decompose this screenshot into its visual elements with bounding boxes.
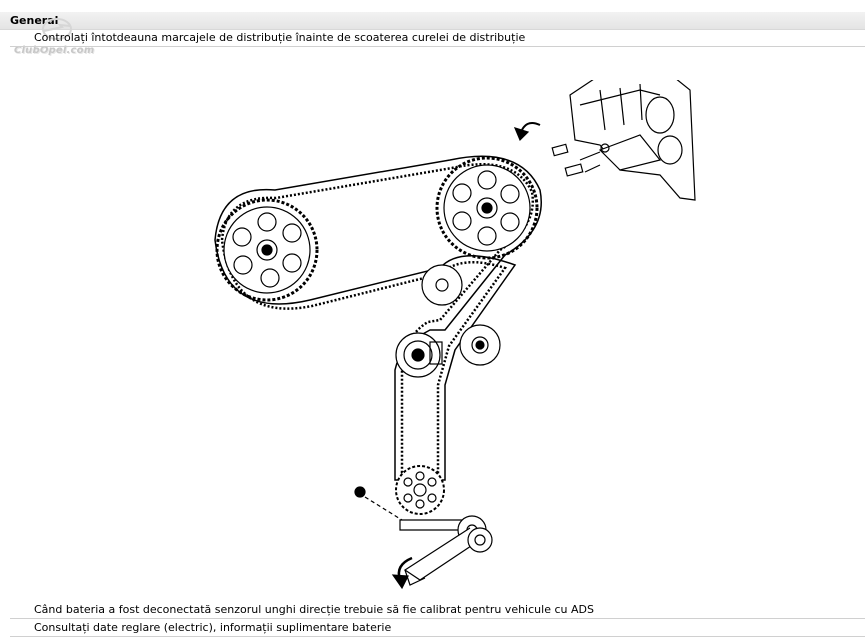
tensioner-tool [399, 515, 493, 586]
section-header-bar [0, 12, 865, 30]
note-row: Controlați întotdeauna marcajele de dist… [10, 30, 865, 47]
crankshaft-gear [395, 465, 445, 515]
water-pump-pulley [459, 324, 501, 366]
idler-pulley [421, 264, 463, 306]
bolt [354, 486, 366, 498]
opel-logo-icon [42, 18, 72, 40]
camshaft-locking-tools [551, 143, 601, 177]
note-text: Când bateria a fost deconectată senzorul… [34, 603, 594, 616]
watermark-text: ClubOpel.com [14, 45, 95, 56]
camshaft-gear-exhaust [435, 156, 539, 260]
note-text: Controlați întotdeauna marcajele de dist… [34, 31, 526, 44]
note-row: Când bateria a fost deconectată senzorul… [10, 602, 865, 619]
note-row: Consultați date reglare (electric), info… [10, 620, 865, 637]
timing-belt-diagram [214, 80, 696, 590]
camshaft-gear-intake [215, 198, 319, 302]
cylinder-head [569, 80, 696, 201]
note-text: Consultați date reglare (electric), info… [34, 621, 392, 634]
tensioner-pulley [395, 332, 443, 378]
timing-belt [214, 155, 542, 481]
